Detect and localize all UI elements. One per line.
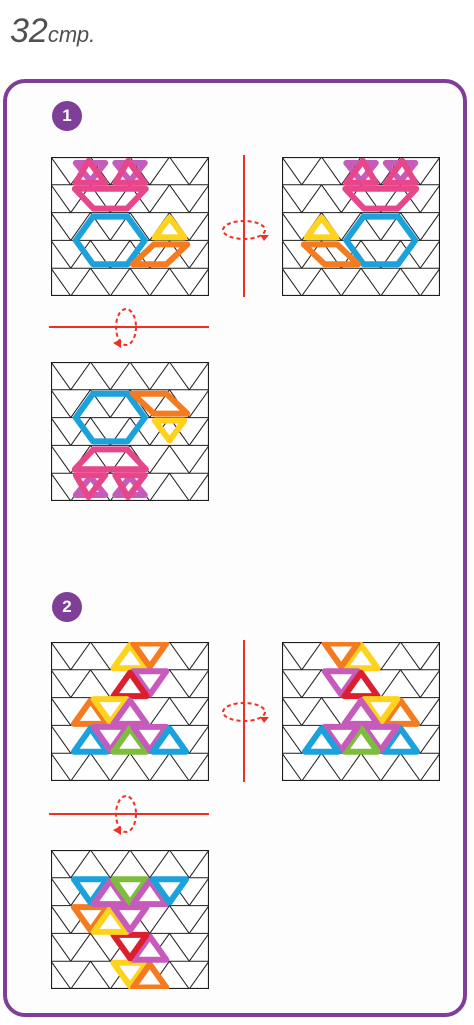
rotation-arrow-icon — [113, 309, 136, 348]
vertical-mirror-axis — [214, 640, 278, 782]
puzzle-number-badge-1: 1 — [52, 101, 82, 131]
puzzle-number-badge-2: 2 — [52, 592, 82, 622]
puzzle-2-vertical-flip-grid — [282, 642, 440, 781]
rotation-arrow-icon — [223, 703, 269, 723]
rotation-arrow-icon — [113, 796, 136, 835]
puzzle-1-original-grid — [51, 157, 209, 296]
page-number: 32 — [10, 12, 48, 50]
rotation-arrow-icon — [223, 221, 269, 241]
page-unit: стр. — [48, 22, 95, 47]
puzzle-2-original-grid — [51, 642, 209, 781]
horizontal-mirror-axis — [49, 792, 209, 838]
puzzle-1-vertical-flip-grid — [282, 157, 440, 296]
horizontal-mirror-axis — [49, 305, 209, 351]
puzzle-1-horizontal-flip-grid — [51, 362, 209, 501]
page-header: 32стр. — [10, 12, 95, 51]
puzzle-2-horizontal-flip-grid — [51, 850, 209, 989]
vertical-mirror-axis — [214, 155, 278, 297]
